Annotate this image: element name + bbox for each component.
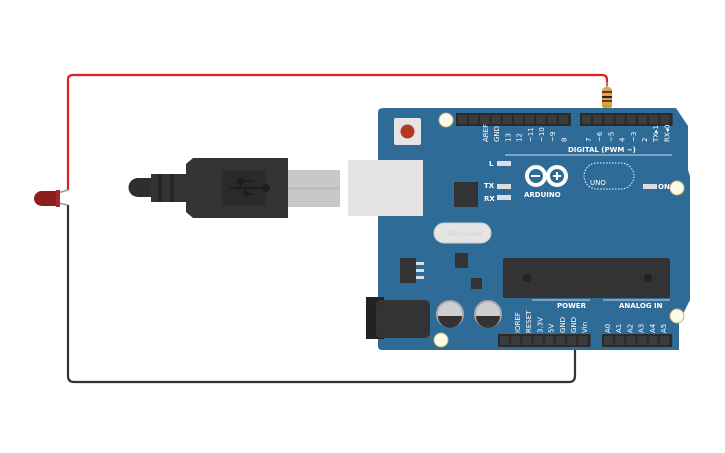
header-pin[interactable] [582,115,591,124]
pin-label: A0 [604,324,612,333]
pin-label: ~11 [527,127,535,142]
pin-label: A3 [638,324,646,333]
header-pin[interactable] [491,115,501,124]
pin-label: A2 [626,324,634,333]
pin-label: ~5 [607,132,615,142]
pin-label: 12 [516,133,524,142]
header-pin[interactable] [556,336,565,345]
power-analog-header[interactable] [498,334,673,347]
analog-header-title: ANALOG IN [619,302,663,310]
header-pin[interactable] [522,336,532,345]
pin-label: A1 [615,324,623,333]
power-jack[interactable] [366,297,430,339]
led[interactable] [34,189,69,207]
header-pin[interactable] [525,115,535,124]
header-pin[interactable] [544,336,554,345]
header-pin[interactable] [626,115,636,124]
header-pin[interactable] [626,336,636,345]
header-pin[interactable] [502,115,512,124]
header-pin[interactable] [604,115,614,124]
label-l: L [489,160,494,168]
header-pin[interactable] [660,336,669,345]
header-pin[interactable] [469,115,479,124]
pin-label: GND [570,317,578,333]
wire-black[interactable] [66,205,577,384]
header-pin[interactable] [615,115,625,124]
header-pin[interactable] [547,115,557,124]
atmega-chip [503,258,670,298]
label-on: ON [658,183,670,191]
arduino-logo [525,165,568,187]
pin-label: GND [493,126,501,142]
header-pin[interactable] [604,336,613,345]
header-pin[interactable] [500,336,509,345]
header-pin[interactable] [660,115,670,124]
usb-cable[interactable] [128,158,341,218]
pin-label: ~6 [596,131,604,142]
pin-label: IOREF [514,312,522,333]
digital-header-title: DIGITAL (PWM ~) [568,146,636,154]
resistor[interactable] [602,82,612,118]
digital-header[interactable] [456,113,673,126]
pin-label: RX◂0 [663,124,671,142]
pin-label: GND [559,317,567,333]
wire-red[interactable] [66,73,609,190]
pin-label: TX▸1 [652,125,660,143]
header-pin[interactable] [514,115,523,124]
header-pin[interactable] [536,115,546,124]
pin-label: Vin [581,322,589,333]
header-pin[interactable] [648,336,658,345]
pin-label: 2 [641,138,649,142]
label-rx: RX [484,195,495,203]
power-header-title: POWER [557,302,587,310]
header-pin[interactable] [558,115,568,124]
header-pin[interactable] [578,336,588,345]
pin-label: ~9 [549,132,557,142]
pin-label: ~3 [630,132,638,142]
brand-label: ARDUINO [524,191,561,199]
pin-label: 5V [548,324,556,333]
header-pin[interactable] [649,115,659,124]
header-pin[interactable] [511,336,521,345]
header-pin[interactable] [615,336,625,345]
label-tx: TX [484,182,495,190]
pin-label: ~10 [538,127,546,142]
header-pin[interactable] [593,115,603,124]
usb-icon [230,178,270,197]
header-pin[interactable] [480,115,490,124]
header-pin[interactable] [458,115,467,124]
pin-label: 3.3V [536,317,544,333]
pin-label: 7 [585,138,593,142]
pin-label: AREF [482,124,490,142]
pin-label: 13 [504,133,512,142]
header-pin[interactable] [638,115,647,124]
reset-button[interactable] [394,118,421,145]
usb-port [348,160,423,216]
crystal-label: SPK16.000G [447,232,482,238]
header-pin[interactable] [637,336,647,345]
pin-label: RESET [525,310,533,333]
pin-label: 8 [560,138,568,142]
header-pin[interactable] [567,336,577,345]
model-label: UNO [590,179,606,187]
pin-label: A4 [649,323,657,333]
pin-label: 4 [619,137,627,142]
pin-label: A5 [660,324,668,333]
header-pin[interactable] [533,336,543,345]
